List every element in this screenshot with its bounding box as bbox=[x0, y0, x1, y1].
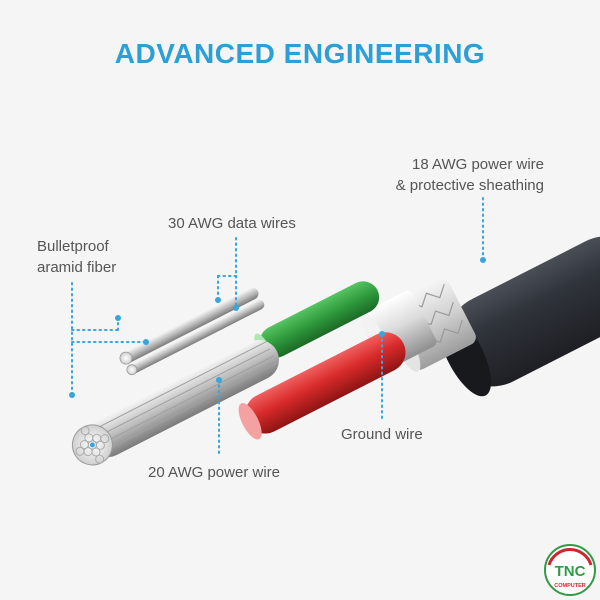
label-18awg-line1: 18 AWG power wire bbox=[372, 154, 544, 175]
label-30awg-data-wires: 30 AWG data wires bbox=[168, 213, 296, 234]
tnc-computer-logo: TNC COMPUTER bbox=[543, 543, 597, 597]
label-ground-wire: Ground wire bbox=[341, 424, 423, 445]
label-18awg-line2: & protective sheathing bbox=[372, 175, 544, 196]
label-aramid-line1: Bulletproof bbox=[37, 236, 116, 257]
label-20awg-power-wire: 20 AWG power wire bbox=[148, 462, 280, 483]
logo-text: TNC bbox=[555, 563, 586, 580]
label-aramid-fiber: Bulletproof aramid fiber bbox=[37, 236, 116, 278]
logo-subtext: COMPUTER bbox=[554, 583, 586, 589]
label-aramid-line2: aramid fiber bbox=[37, 257, 116, 278]
label-18awg-power-wire: 18 AWG power wire & protective sheathing bbox=[372, 154, 544, 196]
